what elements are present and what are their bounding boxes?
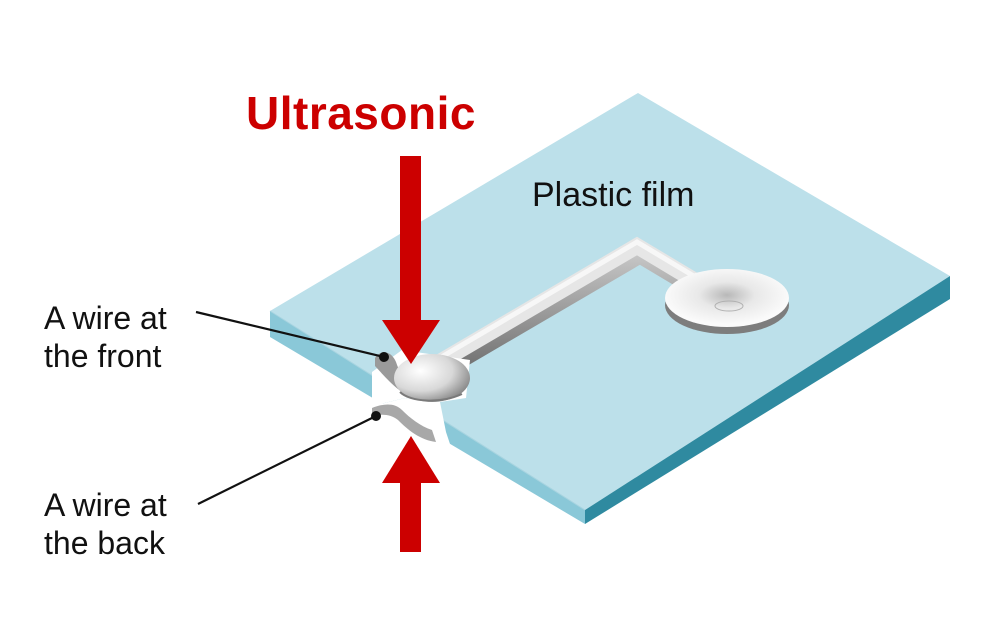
contact-pad [665, 269, 789, 334]
front-wire-label-line-2: the front [44, 338, 162, 374]
arrow-up-icon [382, 436, 440, 552]
film-top-face [270, 93, 950, 510]
plastic-film [269, 93, 950, 524]
front-wire-label-line-1: A wire at [44, 300, 167, 336]
arrow-down-icon [382, 156, 440, 364]
back-wire-label-line-2: the back [44, 525, 165, 561]
front-wire-label: A wire at the front [44, 299, 167, 375]
back-wire-label-line-1: A wire at [44, 487, 167, 523]
back-wire-leader [197, 411, 381, 505]
bond-cutaway [372, 350, 470, 462]
plastic-film-label: Plastic film [532, 176, 695, 214]
film-right-face [585, 276, 950, 524]
ultrasonic-title: Ultrasonic [246, 87, 476, 139]
back-wire-label: A wire at the back [44, 486, 167, 562]
bonded-bump [394, 354, 470, 402]
front-wire-leader [195, 310, 389, 362]
back-wire-tip [372, 404, 436, 442]
